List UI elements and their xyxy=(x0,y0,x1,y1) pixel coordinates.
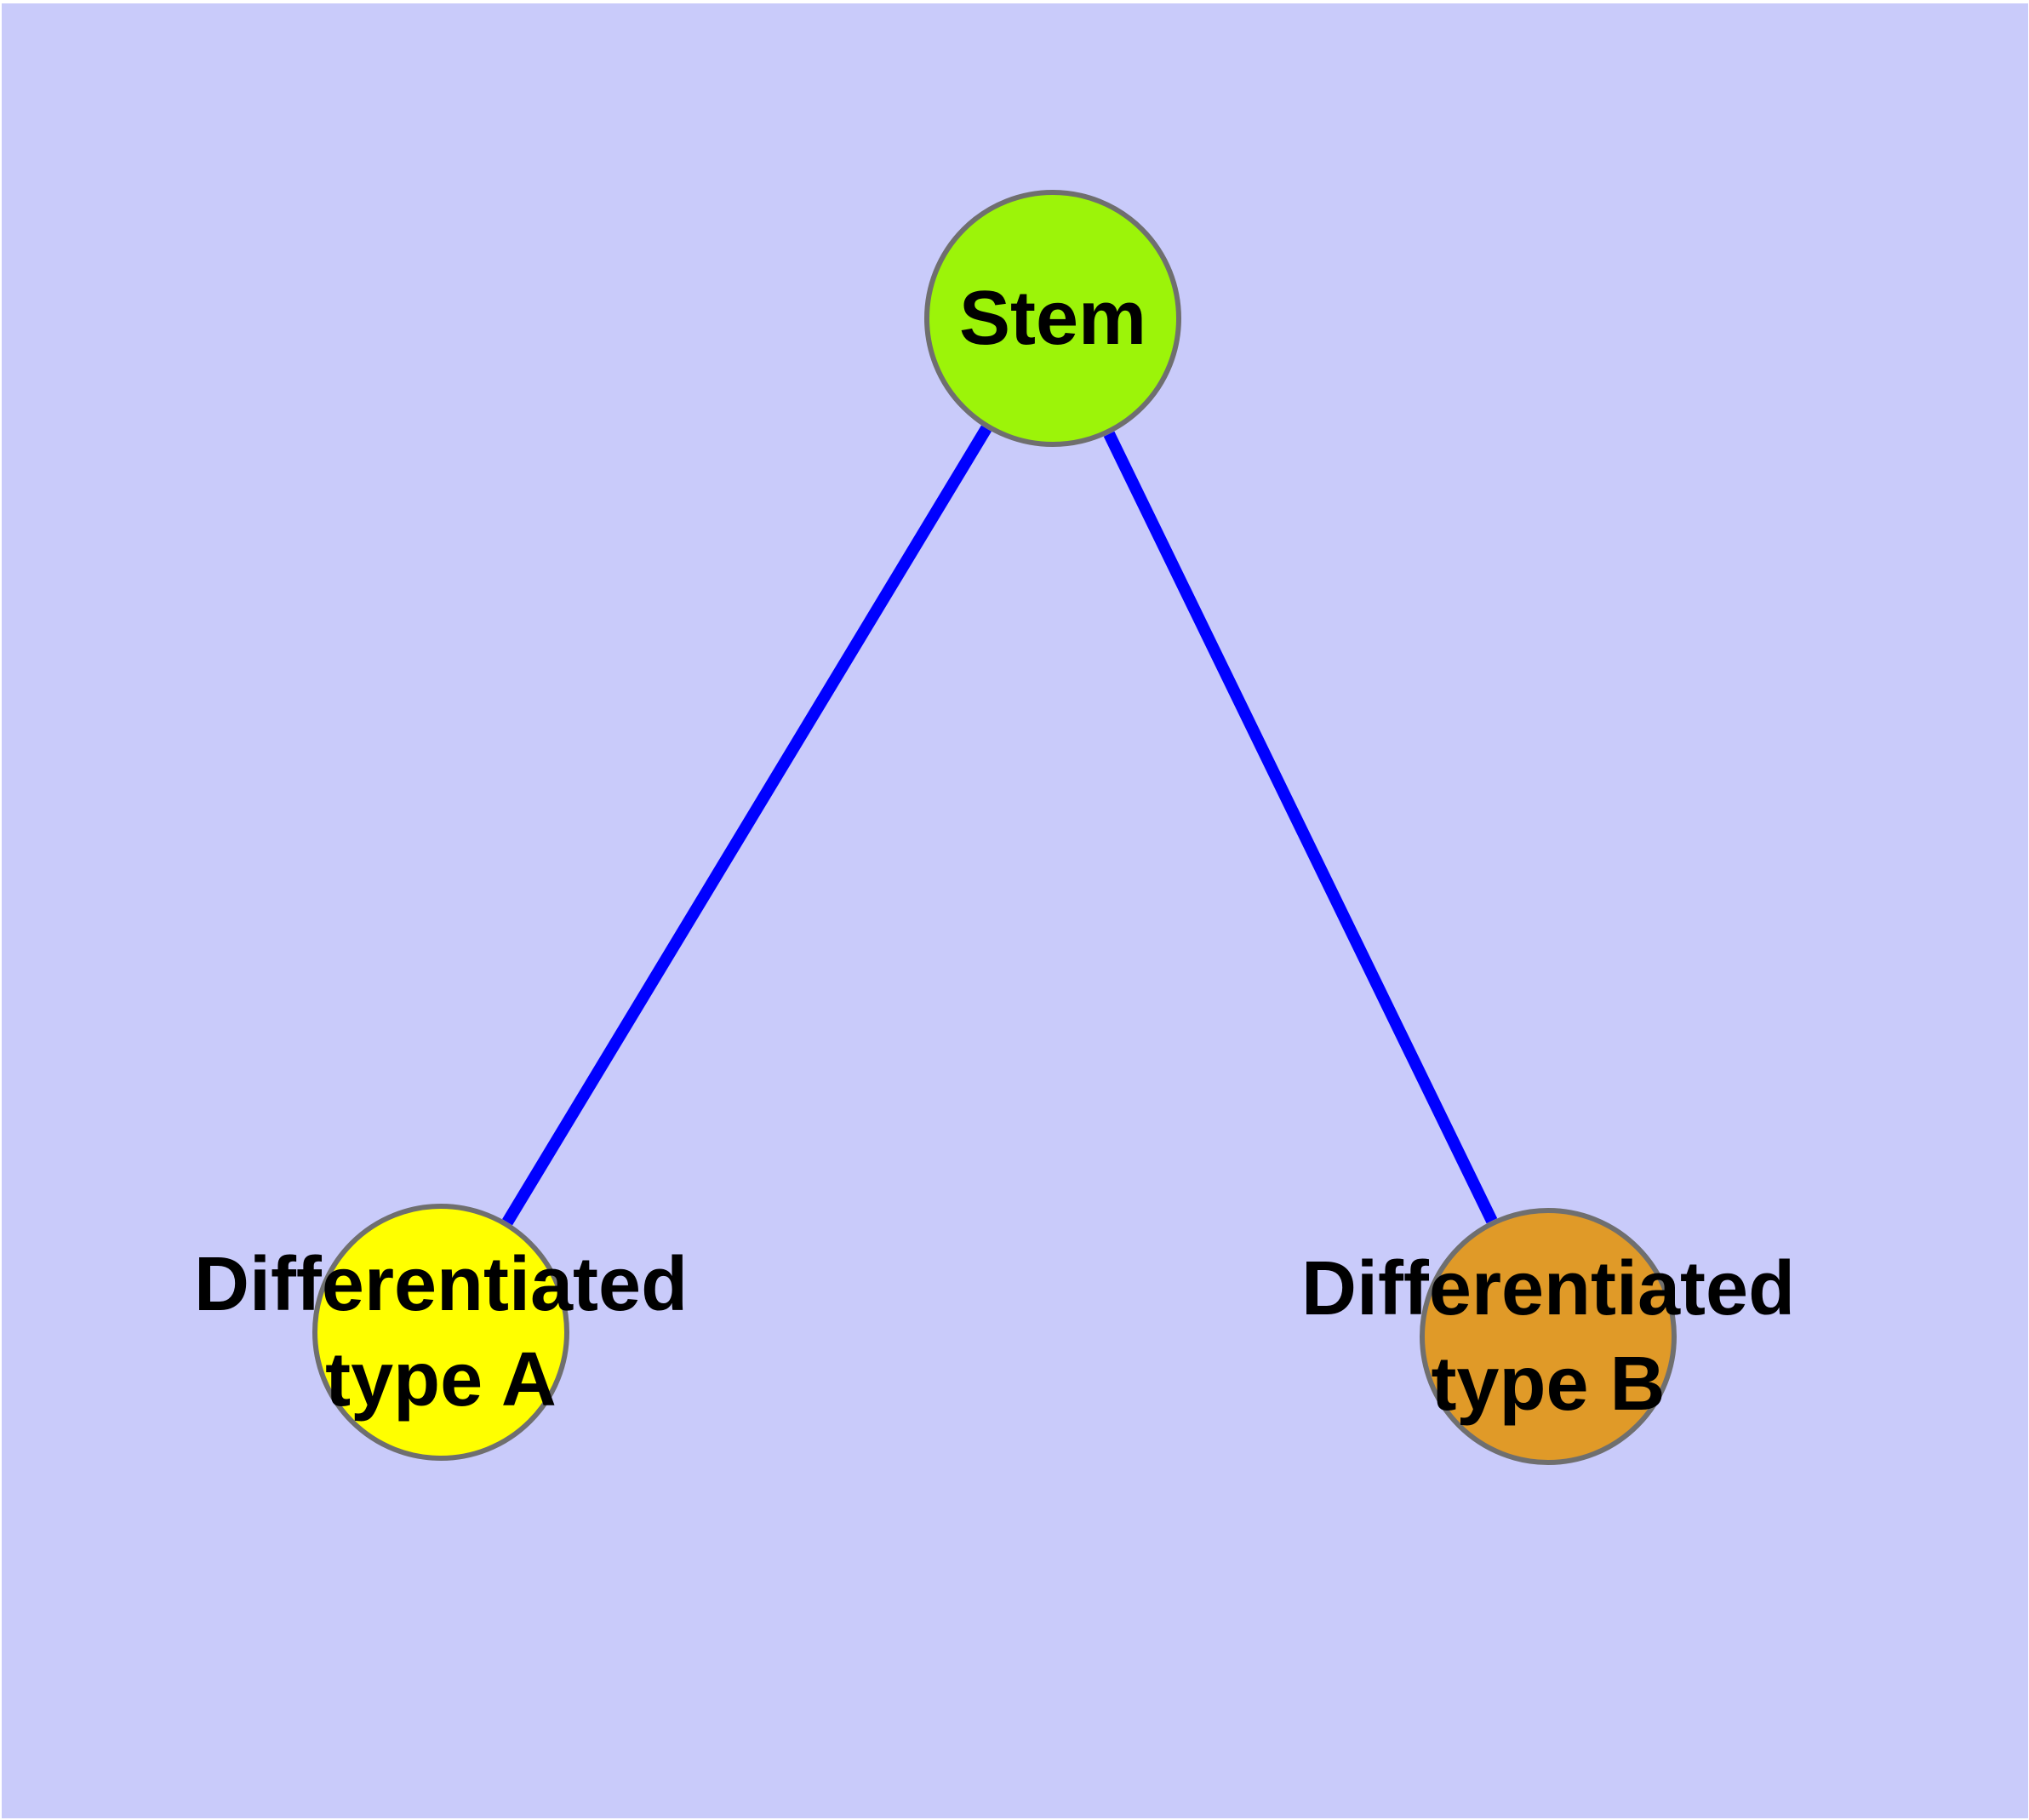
label-line: Stem xyxy=(958,276,1147,361)
node-stem-label: Stem xyxy=(959,271,1146,366)
label-line: type B xyxy=(1431,1342,1666,1427)
label-line: Differentiated xyxy=(193,1242,689,1327)
edge-stem-to-type-a xyxy=(502,425,992,1226)
label-line: Differentiated xyxy=(1300,1246,1796,1331)
node-differentiated-type-b[interactable] xyxy=(1420,1208,1677,1465)
node-stem[interactable] xyxy=(924,190,1181,447)
edge-stem-to-type-b xyxy=(1103,431,1498,1224)
label-line: type A xyxy=(325,1337,557,1422)
node-differentiated-type-a[interactable] xyxy=(312,1204,569,1461)
node-differentiated-type-a-label: Differentiated type A xyxy=(194,1237,688,1428)
node-differentiated-type-b-label: Differentiated type B xyxy=(1301,1241,1795,1432)
